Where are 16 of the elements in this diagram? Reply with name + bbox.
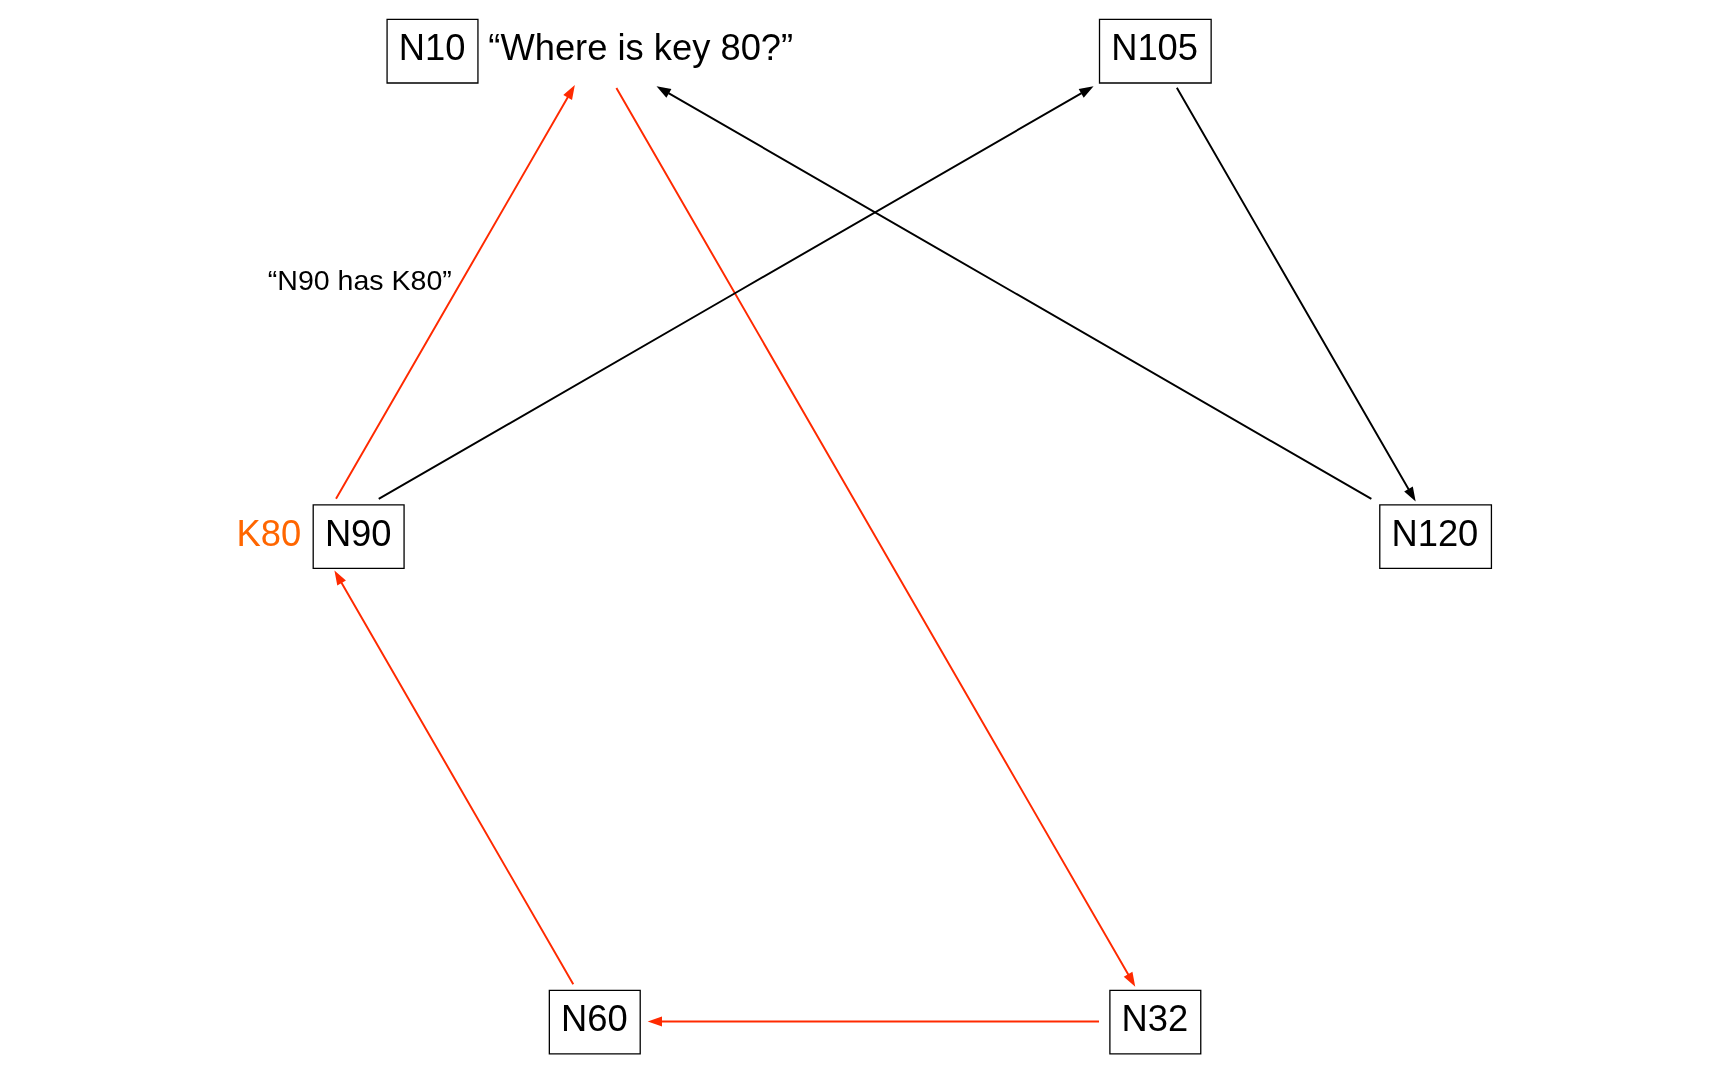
arrow [647,1016,1100,1027]
node-box: N32 [1108,989,1201,1055]
node-box: N105 [1098,18,1212,84]
arrow [1175,86,1416,502]
node-label: “Where is key 80?” [487,27,793,69]
arrow [656,86,1372,500]
edge-label: “N90 has K80” [267,263,452,296]
arrow [333,570,574,986]
node-box: N120 [1378,504,1492,570]
node-box: N90 [312,504,405,570]
node-box: N60 [548,989,641,1055]
arrow [377,86,1094,500]
arrow [334,85,575,500]
node-label: K80 [236,512,301,554]
node-box: N10 [385,18,479,84]
arrow [614,87,1135,987]
